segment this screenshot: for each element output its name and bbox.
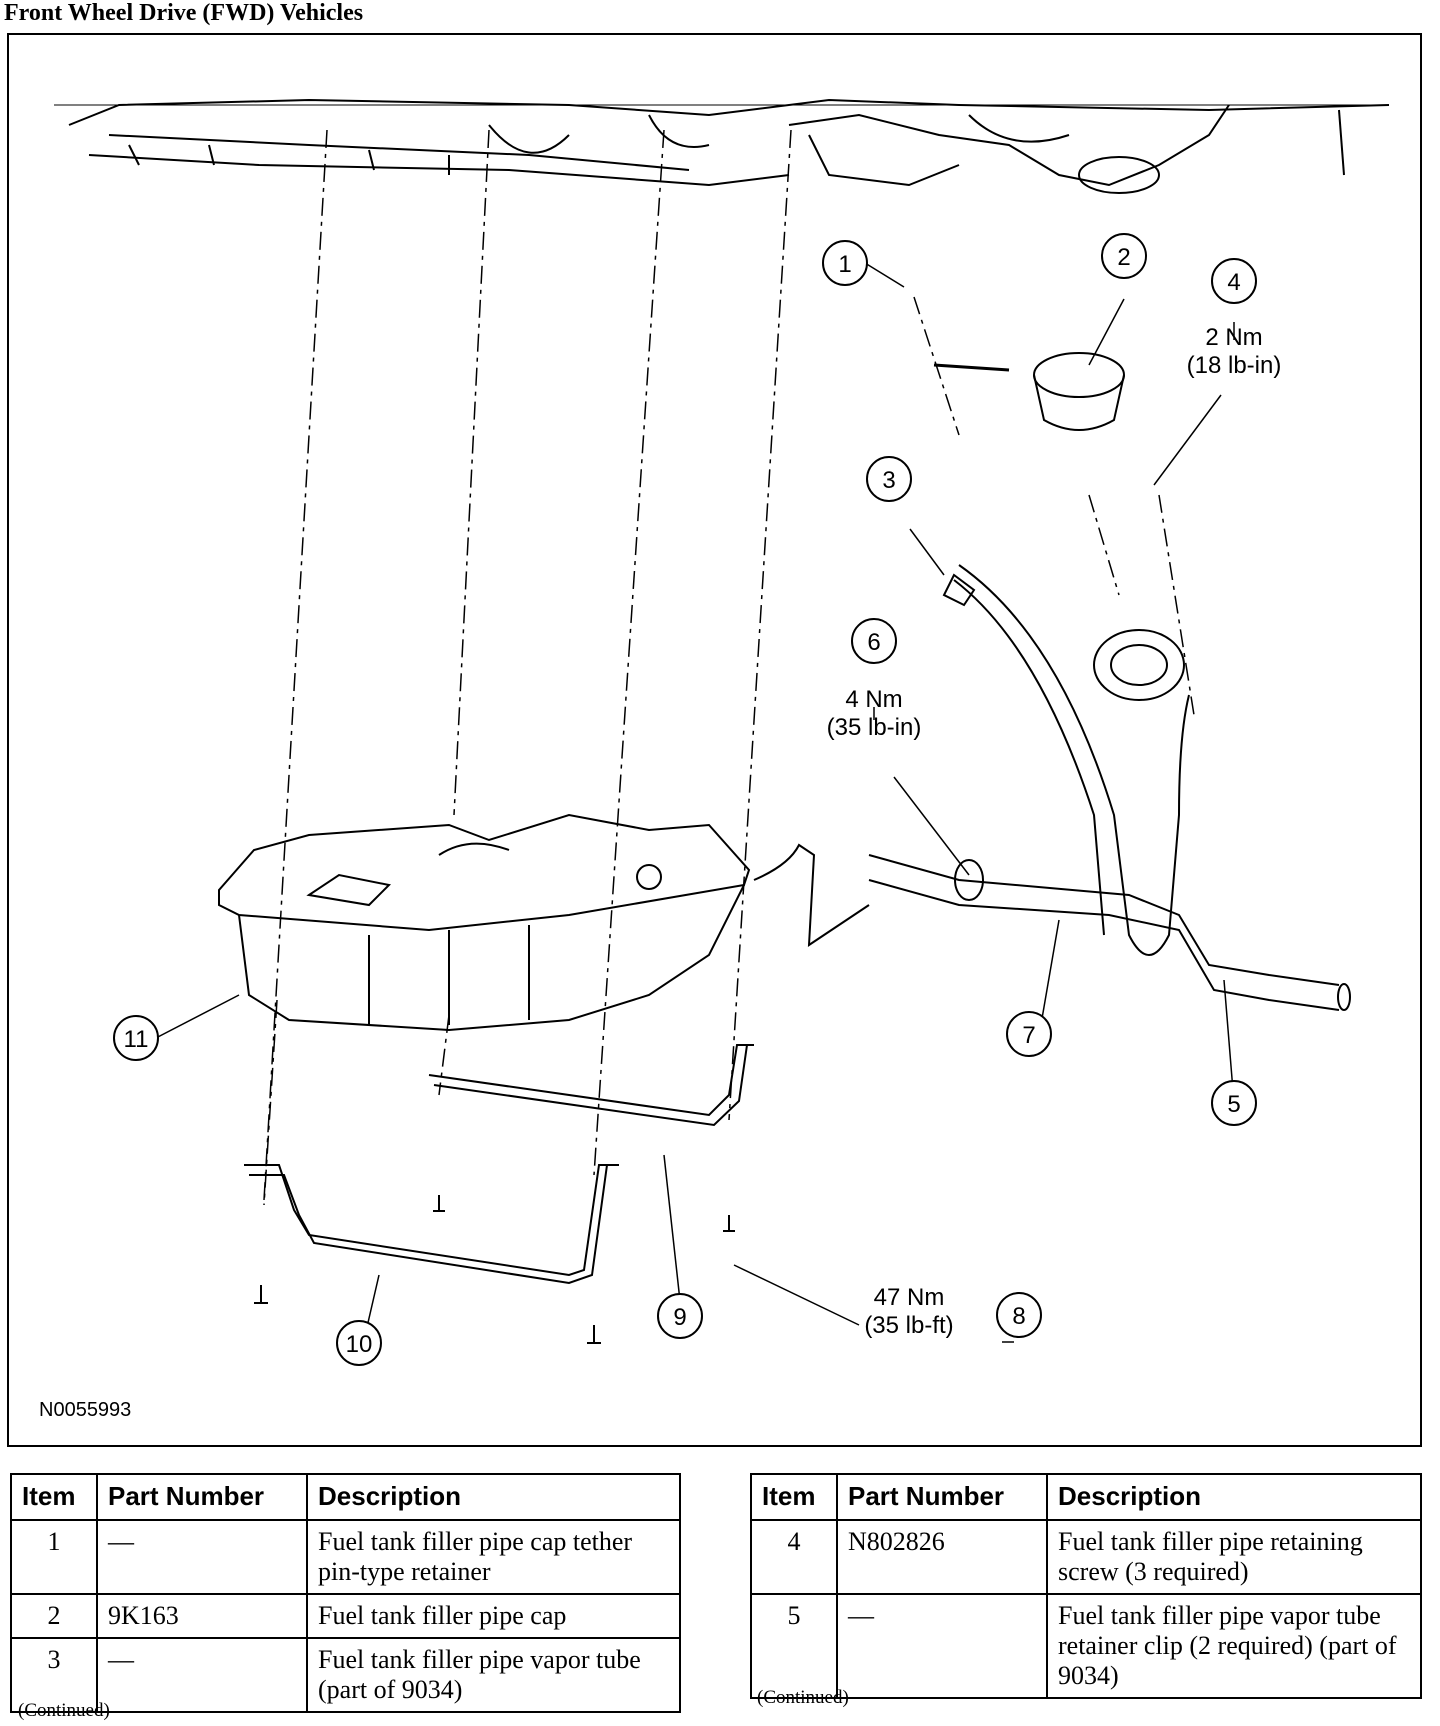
header-item: Item bbox=[750, 1473, 838, 1521]
header-part-number: Part Number bbox=[96, 1473, 308, 1521]
torque-specs: 2 Nm (18 lb-in) 4 Nm (35 lb-in) 47 Nm (3… bbox=[827, 324, 1282, 1339]
item-cell: 5 bbox=[750, 1593, 838, 1699]
torque-4-lb: (18 lb-in) bbox=[1187, 352, 1282, 379]
callout-1: 1 bbox=[822, 240, 868, 286]
part-number-cell: N802826 bbox=[836, 1519, 1048, 1595]
callout-markers: 1 2 3 4 5 6 7 8 9 10 11 bbox=[113, 233, 1257, 1366]
header-item: Item bbox=[10, 1473, 98, 1521]
fuel-tank-illustration: 1 2 3 4 5 6 7 8 9 10 11 2 Nm (18 lb-in) … bbox=[39, 98, 1390, 1421]
part-number-cell: 9K163 bbox=[96, 1593, 308, 1639]
callout-4: 4 bbox=[1211, 258, 1257, 304]
callout-9: 9 bbox=[657, 1293, 703, 1339]
parts-table-right: Item Part Number Description 4 N802826 F… bbox=[750, 1473, 1422, 1699]
exploded-view-figure: 1 2 3 4 5 6 7 8 9 10 11 2 Nm (18 lb-in) … bbox=[7, 33, 1422, 1447]
torque-8-lb: (35 lb-ft) bbox=[864, 1312, 953, 1339]
svg-text:8: 8 bbox=[1012, 1303, 1025, 1330]
callout-8: 8 bbox=[996, 1292, 1042, 1338]
callout-5: 5 bbox=[1211, 1080, 1257, 1126]
alignment-lines bbox=[263, 129, 1195, 1206]
item-cell: 3 bbox=[10, 1637, 98, 1713]
callout-10: 10 bbox=[336, 1320, 382, 1366]
description-cell: Fuel tank filler pipe cap bbox=[306, 1593, 681, 1639]
table-row: 1 — Fuel tank filler pipe cap tether pin… bbox=[10, 1519, 681, 1595]
part-number-cell: — bbox=[96, 1637, 308, 1713]
svg-text:10: 10 bbox=[346, 1331, 373, 1358]
svg-text:3: 3 bbox=[882, 467, 895, 494]
continued-note-right: (Continued) bbox=[757, 1687, 849, 1708]
svg-text:5: 5 bbox=[1227, 1091, 1240, 1118]
item-cell: 2 bbox=[10, 1593, 98, 1639]
table-row: 4 N802826 Fuel tank filler pipe retainin… bbox=[750, 1519, 1422, 1595]
table-row: 2 9K163 Fuel tank filler pipe cap bbox=[10, 1593, 681, 1639]
figure-id: N0055993 bbox=[39, 1399, 131, 1421]
item-cell: 1 bbox=[10, 1519, 98, 1595]
svg-text:11: 11 bbox=[124, 1026, 149, 1053]
tank-bolts bbox=[254, 1195, 735, 1344]
torque-4-nm: 2 Nm bbox=[1205, 324, 1262, 351]
table-header-row: Item Part Number Description bbox=[10, 1473, 681, 1521]
callout-6: 6 bbox=[851, 618, 897, 664]
svg-text:7: 7 bbox=[1022, 1022, 1035, 1049]
torque-6-lb: (35 lb-in) bbox=[827, 714, 922, 741]
callout-3: 3 bbox=[866, 456, 912, 502]
part-number-cell: — bbox=[836, 1593, 1048, 1699]
fuel-tank bbox=[218, 813, 751, 1032]
part-number-cell: — bbox=[96, 1519, 308, 1595]
svg-text:4: 4 bbox=[1227, 269, 1240, 296]
callout-2: 2 bbox=[1101, 233, 1147, 279]
description-cell: Fuel tank filler pipe retaining screw (3… bbox=[1046, 1519, 1422, 1595]
callout-11: 11 bbox=[113, 1015, 159, 1061]
table-row: 3 — Fuel tank filler pipe vapor tube (pa… bbox=[10, 1637, 681, 1713]
tank-straps bbox=[244, 1044, 754, 1285]
header-description: Description bbox=[306, 1473, 681, 1521]
leader-lines bbox=[153, 262, 1235, 1343]
header-description: Description bbox=[1046, 1473, 1422, 1521]
callout-7: 7 bbox=[1006, 1011, 1052, 1057]
continued-note-left: (Continued) bbox=[18, 1700, 110, 1721]
svg-text:6: 6 bbox=[867, 629, 880, 656]
header-part-number: Part Number bbox=[836, 1473, 1048, 1521]
description-cell: Fuel tank filler pipe cap tether pin-typ… bbox=[306, 1519, 681, 1595]
description-cell: Fuel tank filler pipe vapor tube retaine… bbox=[1046, 1593, 1422, 1699]
svg-text:9: 9 bbox=[673, 1304, 686, 1331]
filler-pipe-assembly bbox=[753, 352, 1351, 1011]
svg-text:2: 2 bbox=[1117, 244, 1130, 271]
svg-text:1: 1 bbox=[838, 251, 851, 278]
torque-8-nm: 47 Nm bbox=[874, 1284, 945, 1311]
parts-table-left: Item Part Number Description 1 — Fuel ta… bbox=[10, 1473, 681, 1713]
page-title: Front Wheel Drive (FWD) Vehicles bbox=[4, 0, 364, 26]
item-cell: 4 bbox=[750, 1519, 838, 1595]
vehicle-underbody bbox=[54, 98, 1390, 194]
table-header-row: Item Part Number Description bbox=[750, 1473, 1422, 1521]
torque-6-nm: 4 Nm bbox=[845, 686, 902, 713]
description-cell: Fuel tank filler pipe vapor tube (part o… bbox=[306, 1637, 681, 1713]
table-row: 5 — Fuel tank filler pipe vapor tube ret… bbox=[750, 1593, 1422, 1699]
